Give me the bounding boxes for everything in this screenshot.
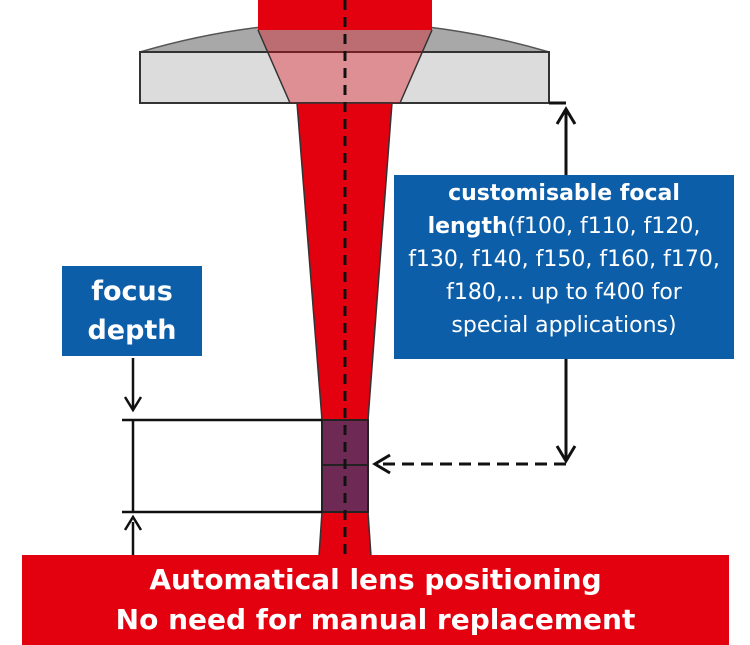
focal-label-line-4: f180,... up to f400 for bbox=[446, 280, 682, 305]
focal-label-line-1: customisable focal bbox=[448, 181, 680, 206]
depth-label-line-2: depth bbox=[87, 315, 177, 346]
laser-beam-taper-edges bbox=[257, 29, 433, 104]
focal-label-line-5: special applications) bbox=[451, 313, 677, 338]
focal-length-label: customisable focal length(f100, f110, f1… bbox=[394, 175, 734, 359]
focal-arrow-up-head bbox=[555, 106, 577, 125]
focal-pointer-head bbox=[372, 453, 391, 475]
banner-line-2: No need for manual replacement bbox=[115, 603, 636, 636]
bottom-banner: Automatical lens positioning No need for… bbox=[22, 555, 729, 645]
focal-label-line-3: f130, f140, f150, f160, f170, bbox=[408, 247, 720, 272]
focus-depth-label: focus depth bbox=[62, 266, 202, 356]
banner-line-1: Automatical lens positioning bbox=[149, 563, 602, 596]
depth-arrow-down-head bbox=[123, 396, 143, 413]
depth-label-line-1: focus bbox=[91, 276, 173, 307]
focal-label-line-2: length(f100, f110, f120, bbox=[427, 214, 701, 239]
depth-arrow-up-head bbox=[123, 514, 143, 531]
focal-arrow-down-head bbox=[555, 445, 577, 464]
